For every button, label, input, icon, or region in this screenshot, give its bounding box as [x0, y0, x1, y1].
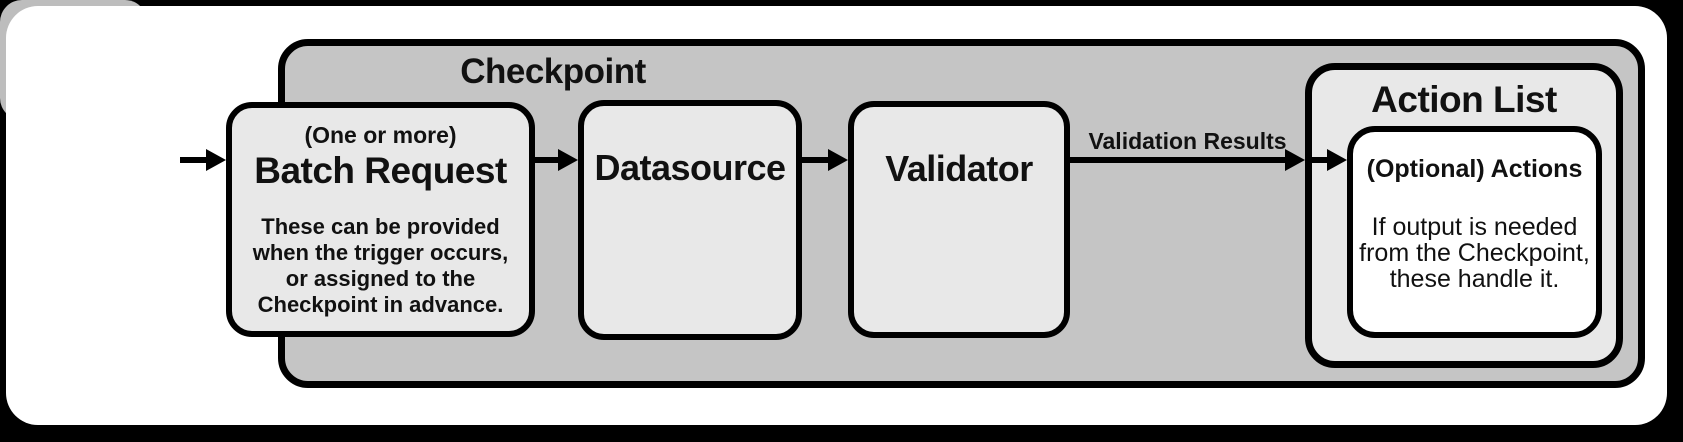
batch-request-description: These can be provided when the trigger o…: [232, 214, 529, 318]
optional-actions-description: If output is needed from the Checkpoint,…: [1353, 214, 1596, 292]
optional-actions-description-line: these handle it.: [1389, 265, 1560, 293]
arrow-datasource-to-validator-head: [828, 149, 848, 171]
arrow-batch-to-datasource-head: [558, 149, 578, 171]
arrow-actionlist-to-optional-head: [1327, 149, 1347, 171]
datasource-node: Datasource: [578, 100, 802, 340]
optional-actions-box: (Optional) Actions If output is needed f…: [1347, 126, 1602, 338]
validator-node: Validator: [848, 101, 1070, 338]
batch-request-qualifier: (One or more): [304, 122, 457, 148]
arrow-datasource-to-validator-line: [802, 157, 830, 163]
batch-request-description-line: when the trigger occurs,: [252, 240, 509, 265]
optional-actions-title: (Optional) Actions: [1366, 155, 1583, 183]
batch-request-node: (One or more) Batch Request These can be…: [226, 102, 535, 337]
arrow-trigger-to-batch-line: [180, 157, 208, 163]
arrow-batch-to-datasource-line: [535, 157, 560, 163]
arrow-validator-to-actionlist-line: [1070, 157, 1287, 163]
batch-request-description-line: Checkpoint in advance.: [257, 292, 504, 317]
arrow-validator-to-actionlist-head: [1285, 149, 1305, 171]
optional-actions-description-line: If output is needed: [1371, 213, 1578, 241]
batch-request-description-line: These can be provided: [261, 214, 500, 239]
arrow-actionlist-to-optional-line: [1310, 157, 1329, 163]
datasource-title: Datasource: [594, 147, 786, 188]
batch-request-description-line: or assigned to the: [285, 266, 476, 291]
batch-request-title: Batch Request: [254, 150, 507, 191]
checkpoint-title: Checkpoint: [460, 52, 646, 91]
optional-actions-description-line: from the Checkpoint,: [1359, 239, 1590, 267]
validation-results-label: Validation Results: [1088, 128, 1287, 154]
validator-title: Validator: [885, 148, 1033, 189]
arrow-trigger-to-batch-head: [206, 149, 226, 171]
action-list-title: Action List: [1371, 79, 1557, 120]
